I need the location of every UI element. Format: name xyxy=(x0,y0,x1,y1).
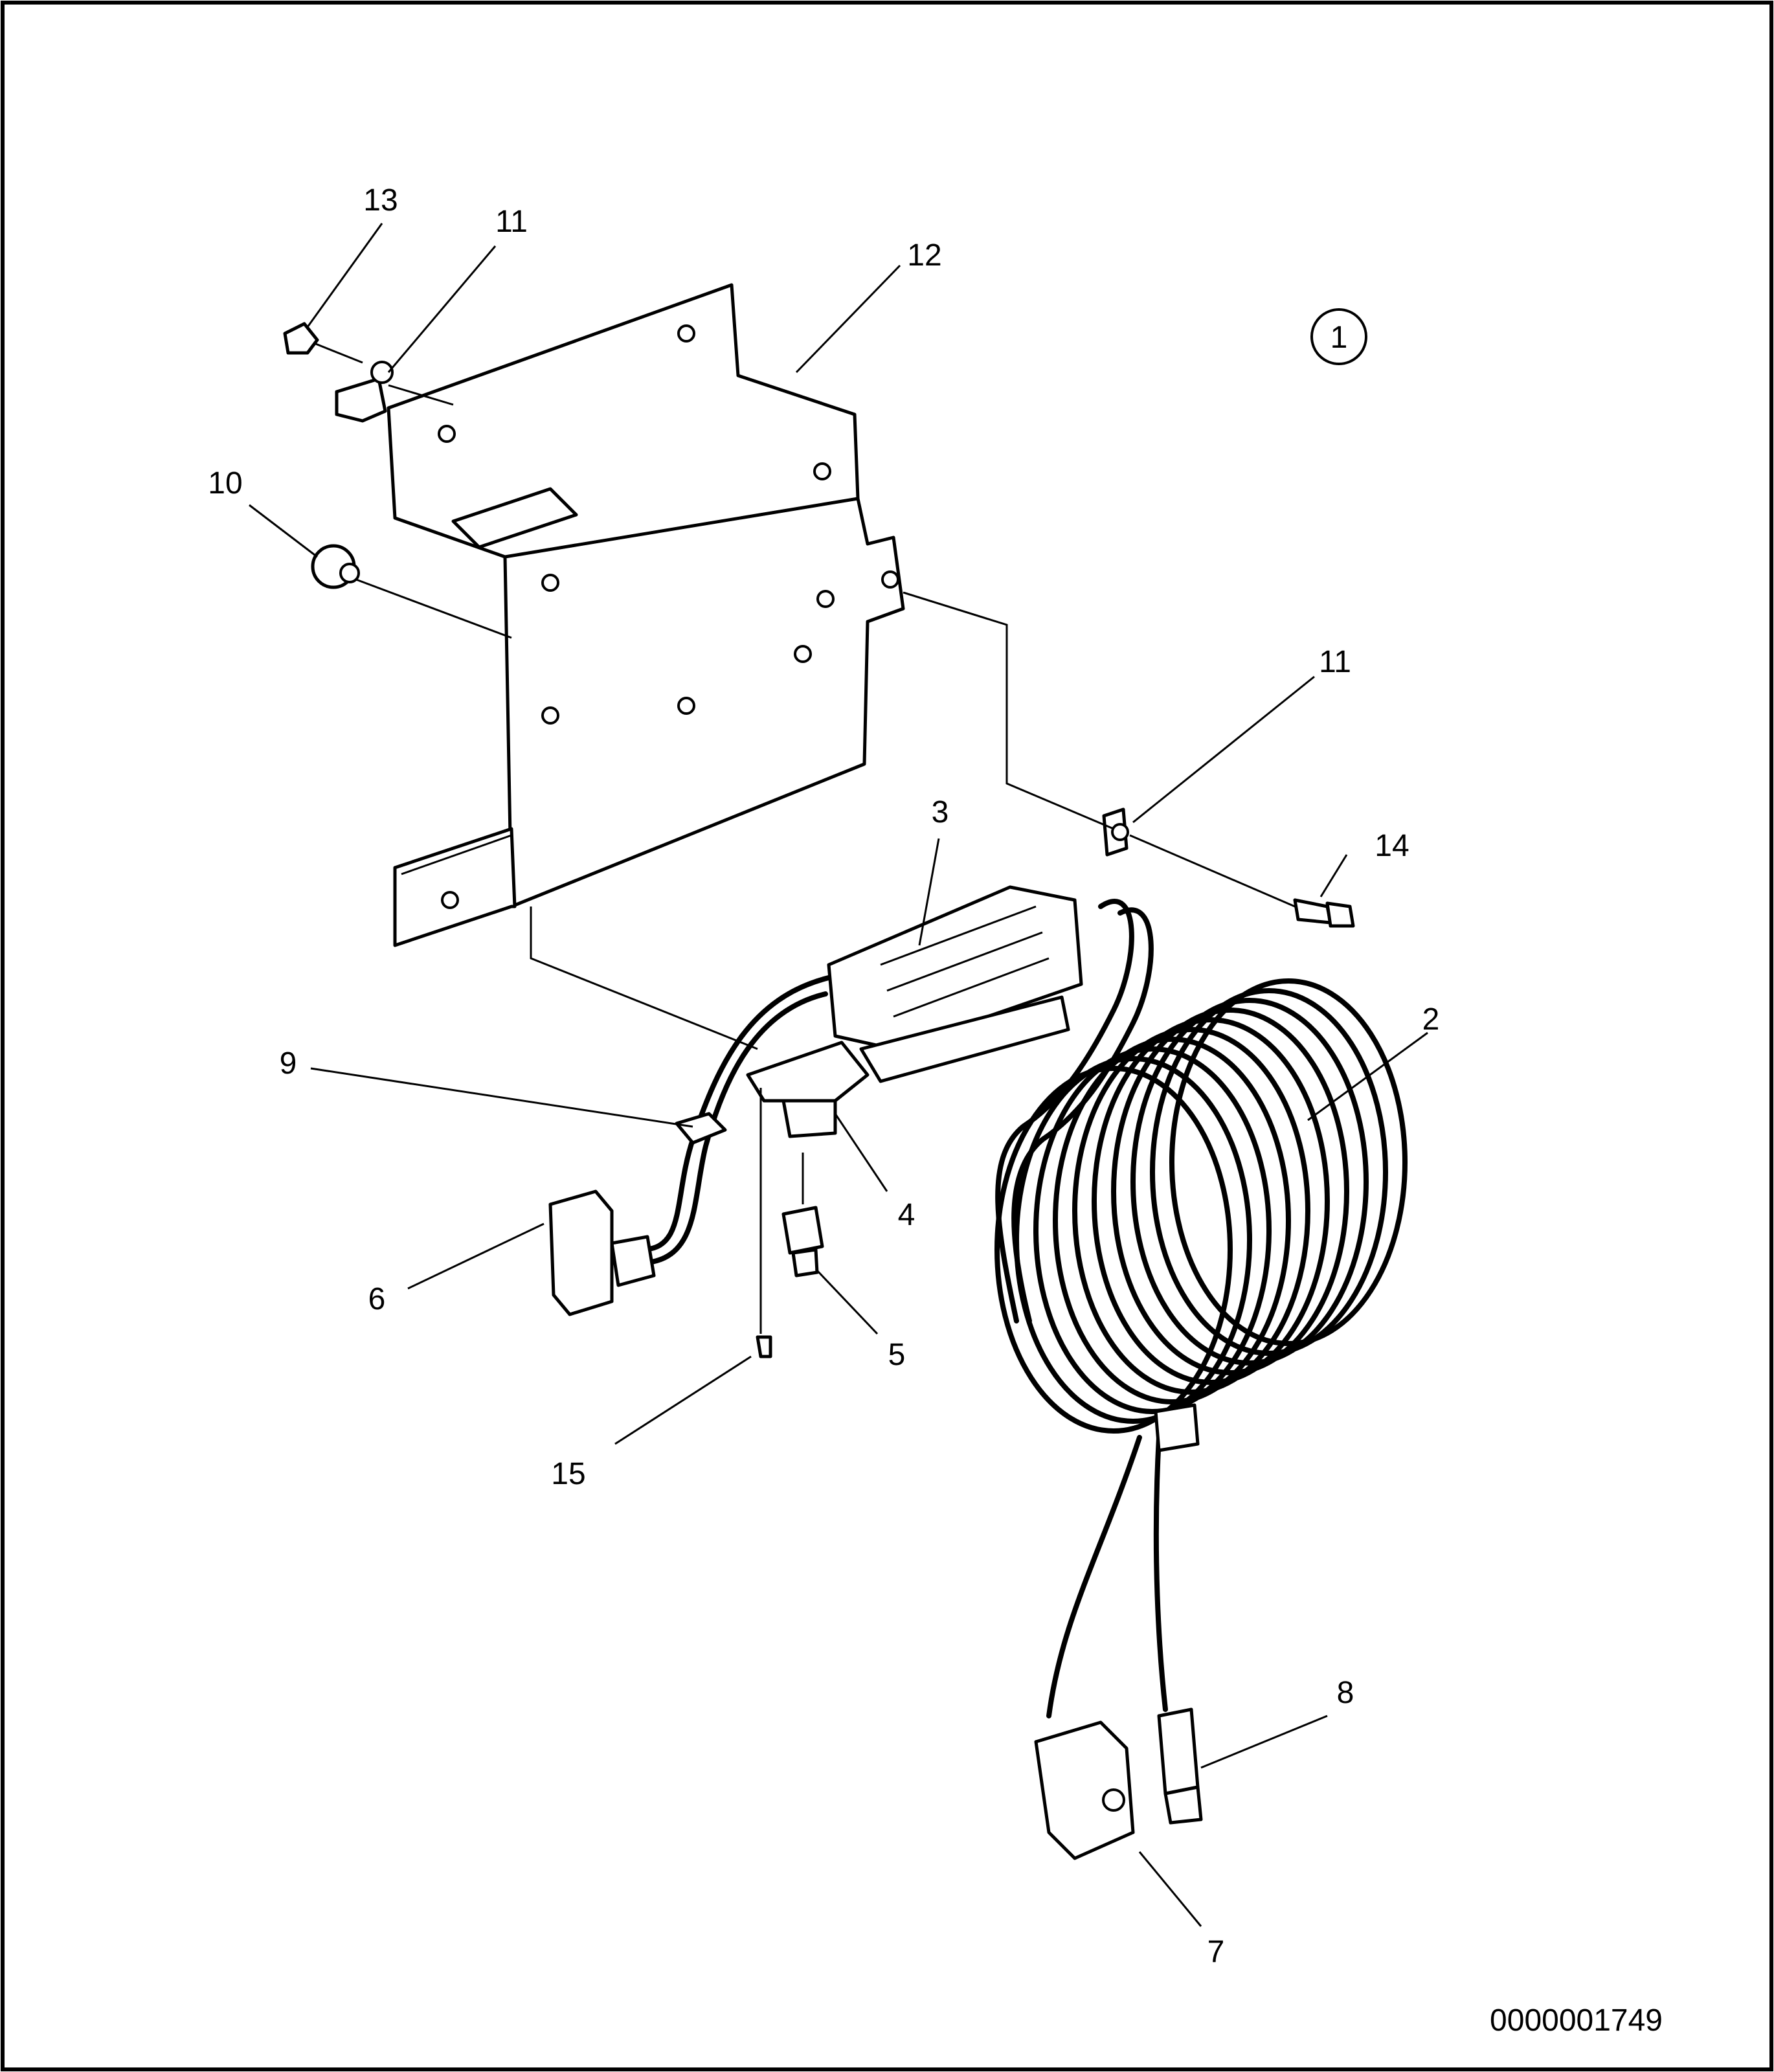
callout-3: 3 xyxy=(932,795,949,829)
callout-12: 12 xyxy=(907,238,941,273)
screw xyxy=(756,1335,772,1358)
ecu-connector-block xyxy=(827,885,1083,1051)
view-badge: 1 xyxy=(1310,308,1367,365)
callout-13: 13 xyxy=(363,183,398,218)
callout-15: 15 xyxy=(551,1457,585,1491)
bracket-hole xyxy=(816,590,835,608)
callout-5: 5 xyxy=(888,1338,906,1372)
bracket-hole xyxy=(813,462,831,480)
drawing-number: 0000001749 xyxy=(1490,2003,1663,2038)
bracket-hole xyxy=(881,570,899,589)
wire-clip-upper xyxy=(335,361,394,423)
bracket-hole xyxy=(541,574,559,592)
callout-14: 14 xyxy=(1375,829,1409,863)
callout-4: 4 xyxy=(898,1198,915,1232)
callout-7: 7 xyxy=(1207,1935,1225,1969)
callout-labels: 13 11 12 10 11 14 3 2 9 4 6 5 15 8 7 xyxy=(208,183,1439,1969)
callout-10: 10 xyxy=(208,466,242,501)
callout-2: 2 xyxy=(1422,1002,1440,1037)
assembly-lines xyxy=(313,342,1296,1334)
hex-bolt xyxy=(1293,898,1355,928)
bracket-hole xyxy=(438,425,456,443)
leader-lines xyxy=(249,223,1428,1927)
bracket-hole xyxy=(794,645,812,663)
mounting-bracket xyxy=(387,283,905,947)
cable-sleeve xyxy=(1154,1403,1200,1452)
view-badge-number: 1 xyxy=(1330,321,1348,355)
switch-connector xyxy=(1034,1720,1135,1860)
callout-6: 6 xyxy=(368,1282,386,1316)
angled-connector xyxy=(548,1189,656,1316)
bracket-hole xyxy=(677,324,695,343)
inline-connector xyxy=(1157,1707,1203,1825)
callout-8: 8 xyxy=(1337,1676,1354,1710)
callout-11-upper: 11 xyxy=(495,205,528,239)
bracket-hole xyxy=(441,891,459,909)
bracket-hole xyxy=(677,697,695,715)
connector-plug xyxy=(781,1206,824,1278)
hose-clamp xyxy=(311,544,360,589)
coiled-cable xyxy=(994,978,1408,1434)
hex-nut xyxy=(283,322,319,355)
callout-9: 9 xyxy=(280,1046,297,1081)
connector-flange-plate xyxy=(746,995,1070,1138)
cable-tie xyxy=(675,1112,727,1145)
callout-11-lower: 11 xyxy=(1319,645,1351,679)
bracket-hole xyxy=(541,706,559,725)
clip-lower xyxy=(1102,807,1129,857)
